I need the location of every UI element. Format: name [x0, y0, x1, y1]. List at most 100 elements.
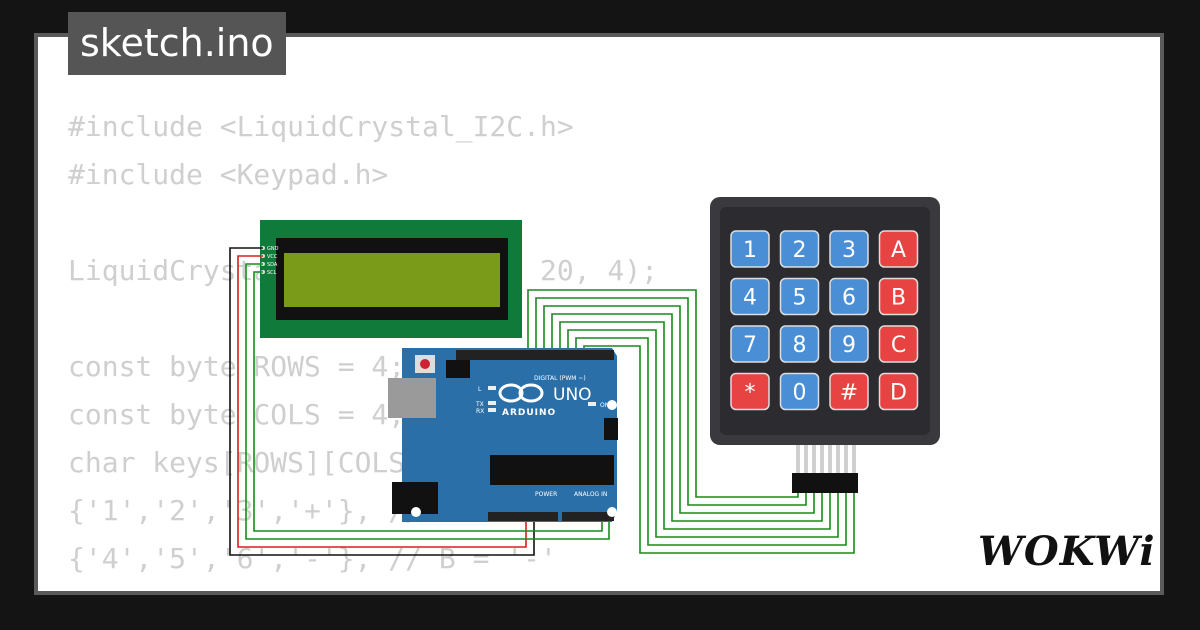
- keypad-key[interactable]: [878, 325, 919, 363]
- code-line: const byte ROWS = 4;: [68, 350, 406, 383]
- keypad-key-grid: 1 2 3 A 4 5 6 B 7 8 9 C * 0 # D: [730, 230, 919, 411]
- wokwi-logo[interactable]: WOKWi: [978, 528, 1156, 575]
- on-led: [588, 402, 596, 406]
- file-name-tab[interactable]: sketch.ino: [68, 12, 286, 75]
- code-line: #include <LiquidCrystal_I2C.h>: [68, 110, 574, 143]
- keypad-key-label: C: [891, 333, 906, 358]
- wire[interactable]: [551, 313, 823, 522]
- wire[interactable]: [575, 337, 847, 546]
- keypad-key[interactable]: [878, 230, 919, 268]
- analog-in-label: ANALOG IN: [574, 491, 607, 498]
- analog-header: [562, 512, 614, 521]
- keypad-key[interactable]: [878, 277, 919, 316]
- arduino-infinity-logo: [498, 383, 544, 403]
- ribbon-strand: [820, 445, 824, 475]
- keypad-key-label: 9: [842, 333, 856, 358]
- ribbon-strand: [828, 445, 832, 475]
- ribbon-strand: [804, 445, 808, 475]
- keypad-key-label: 6: [842, 286, 856, 311]
- reset-button-cap: [420, 359, 430, 369]
- tx-led: [488, 401, 496, 405]
- keypad-key[interactable]: [829, 230, 869, 268]
- keypad-key[interactable]: [730, 325, 770, 363]
- lcd-module[interactable]: GND VCC SDA SCL: [260, 220, 522, 338]
- keypad-face: [720, 207, 930, 435]
- mount-hole: [411, 507, 421, 517]
- keypad-key[interactable]: [730, 277, 770, 316]
- keypad-key[interactable]: [730, 230, 770, 268]
- wire[interactable]: [583, 345, 855, 554]
- ribbon-strand: [836, 445, 840, 475]
- keypad-key-label: 2: [793, 238, 807, 263]
- keypad-key-label: 8: [793, 333, 807, 358]
- file-name-label: sketch.ino: [80, 21, 274, 65]
- digital-pins-label: DIGITAL (PWM ~): [534, 375, 586, 382]
- keypad-key[interactable]: [779, 325, 820, 363]
- keypad-key-label: #: [840, 381, 858, 406]
- keypad-key[interactable]: [829, 325, 869, 363]
- code-line: {'7','8','9','*'}, // C = '*': [68, 583, 658, 591]
- lcd-pin-label: GND: [267, 246, 279, 252]
- keypad-4x4[interactable]: 1 2 3 A 4 5 6 B 7 8 9 C * 0 # D: [710, 197, 940, 493]
- right-icsp: [604, 418, 618, 440]
- ribbon-strand: [796, 445, 800, 475]
- keypad-key-label: D: [890, 381, 907, 406]
- keypad-ribbon-connector: [792, 445, 858, 493]
- digital-header: [456, 350, 614, 360]
- power-label: POWER: [535, 491, 557, 498]
- rx-led: [488, 408, 496, 412]
- keypad-key-label: B: [891, 286, 906, 311]
- ribbon-strand: [844, 445, 848, 475]
- icsp-header: [446, 360, 470, 378]
- keypad-key-label: 5: [793, 286, 807, 311]
- code-line: #include <Keypad.h>: [68, 158, 389, 191]
- ribbon-strand: [812, 445, 816, 475]
- wire-group: [229, 247, 855, 556]
- l-led: [488, 386, 496, 390]
- keypad-key-label: *: [745, 381, 756, 406]
- mount-hole: [607, 400, 617, 410]
- wire[interactable]: [535, 297, 807, 506]
- wire[interactable]: [567, 329, 839, 538]
- on-led-label: ON: [600, 402, 609, 409]
- wire[interactable]: [527, 289, 799, 498]
- lcd-screen: [284, 253, 500, 307]
- keypad-key[interactable]: [829, 372, 869, 411]
- keypad-key-label: 3: [842, 238, 856, 263]
- keypad-key-label: 4: [743, 286, 757, 311]
- arduino-model-label: UNO: [553, 385, 592, 405]
- arduino-brand-label: ARDUINO: [502, 408, 556, 418]
- keypad-key[interactable]: [878, 372, 919, 411]
- keypad-key[interactable]: [829, 277, 869, 316]
- rx-led-label: RX: [476, 408, 484, 415]
- usb-port: [388, 378, 436, 418]
- keypad-key[interactable]: [779, 277, 820, 316]
- keypad-key-label: A: [891, 238, 906, 263]
- keypad-key-label: 7: [743, 333, 757, 358]
- mount-hole: [607, 507, 617, 517]
- code-line: const byte COLS = 4;: [68, 398, 406, 431]
- atmega-chip: [490, 455, 614, 485]
- keypad-key[interactable]: [779, 230, 820, 268]
- keypad-key-label: 1: [743, 238, 757, 263]
- tx-led-label: TX: [475, 401, 484, 408]
- wire[interactable]: [229, 247, 535, 556]
- keypad-key[interactable]: [779, 372, 820, 411]
- wire[interactable]: [559, 321, 831, 530]
- keypad-key-label: 0: [793, 381, 807, 406]
- lcd-pin-label: SCL: [267, 270, 277, 276]
- wire[interactable]: [543, 305, 815, 514]
- code-line: char keys[ROWS][COLS] = {: [68, 446, 490, 479]
- ribbon-header: [792, 473, 858, 493]
- lcd-pin-label: SDA: [267, 262, 278, 268]
- lcd-pin-label: VCC: [267, 254, 278, 260]
- power-header: [488, 512, 558, 521]
- wire[interactable]: [253, 271, 603, 532]
- wire[interactable]: [245, 263, 610, 540]
- ribbon-strand: [852, 445, 856, 475]
- wire[interactable]: [237, 255, 527, 548]
- arduino-uno-board[interactable]: UNO ARDUINO DIGITAL (PWM ~) POWER ANALOG…: [388, 348, 618, 522]
- l-led-label: L: [478, 386, 482, 393]
- keypad-key[interactable]: [730, 372, 770, 411]
